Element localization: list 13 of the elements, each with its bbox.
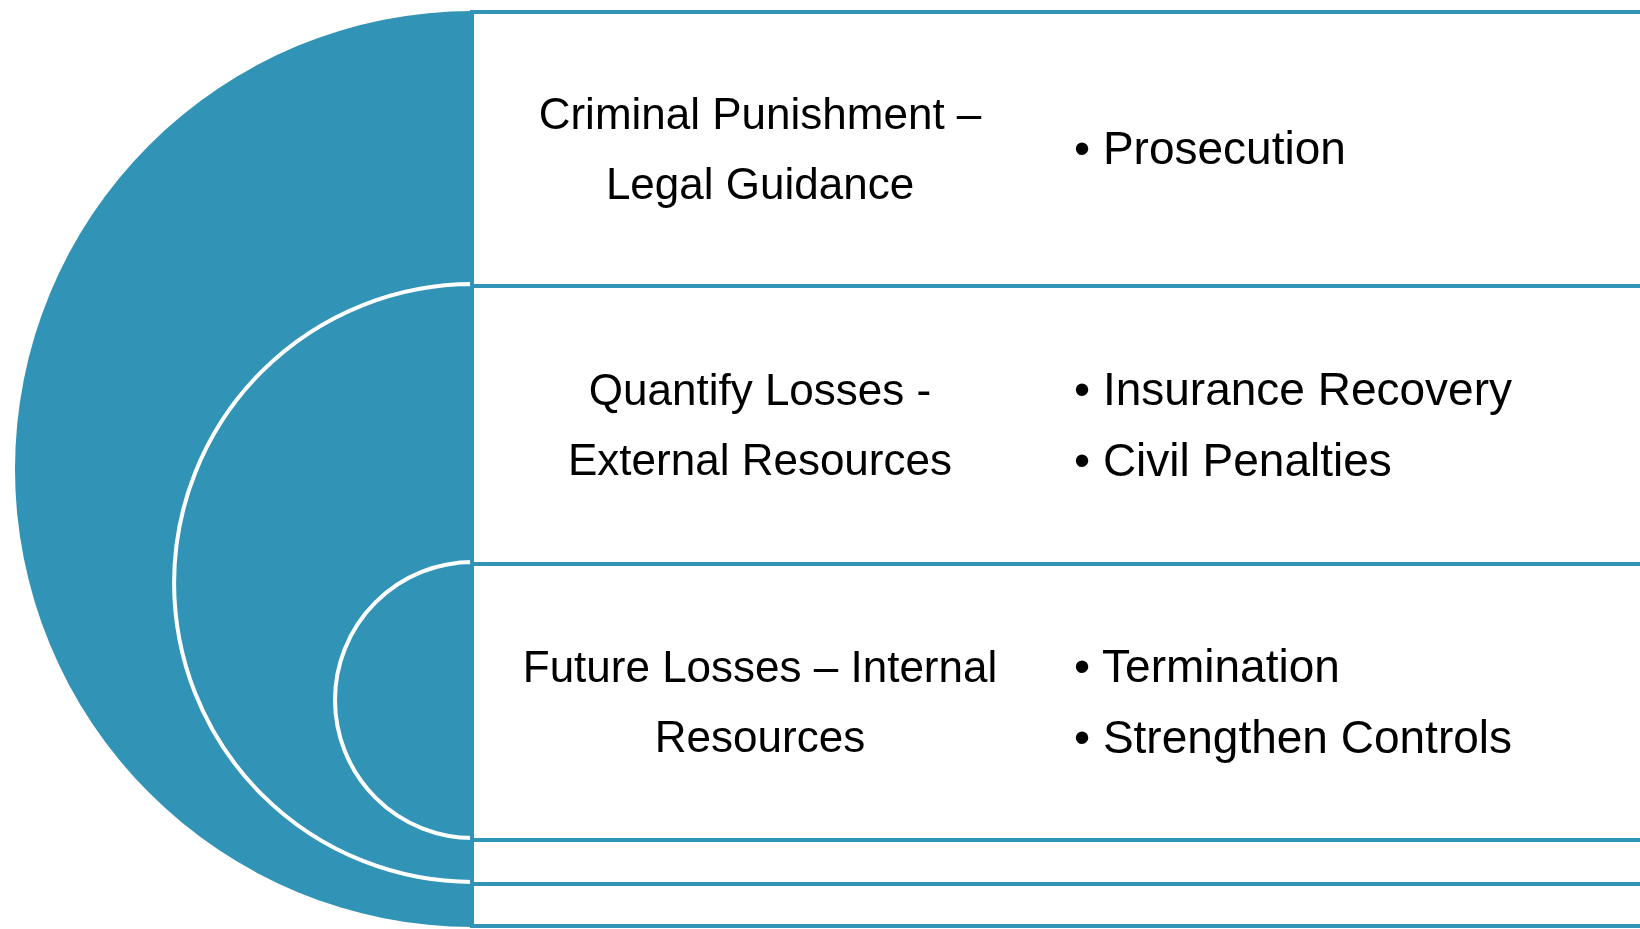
empty-band (470, 882, 1640, 928)
bullet-item: • Termination (1074, 638, 1341, 694)
bullet-item: • Civil Penalties (1074, 433, 1392, 488)
row-heading: Criminal Punishment – Legal Guidance (537, 87, 983, 210)
row-heading: Future Losses – Internal Resources (521, 640, 999, 763)
bullet-item: • Prosecution (1074, 121, 1347, 177)
bullet-item: • Strengthen Controls (1074, 710, 1512, 765)
empty-band (470, 838, 1640, 882)
row-heading: Quantify Losses - External Resources (567, 363, 953, 486)
row-panel (470, 562, 1640, 838)
row-panel (470, 284, 1640, 562)
bullet-item: • Insurance Recovery (1074, 361, 1512, 417)
row-panel (470, 10, 1640, 284)
